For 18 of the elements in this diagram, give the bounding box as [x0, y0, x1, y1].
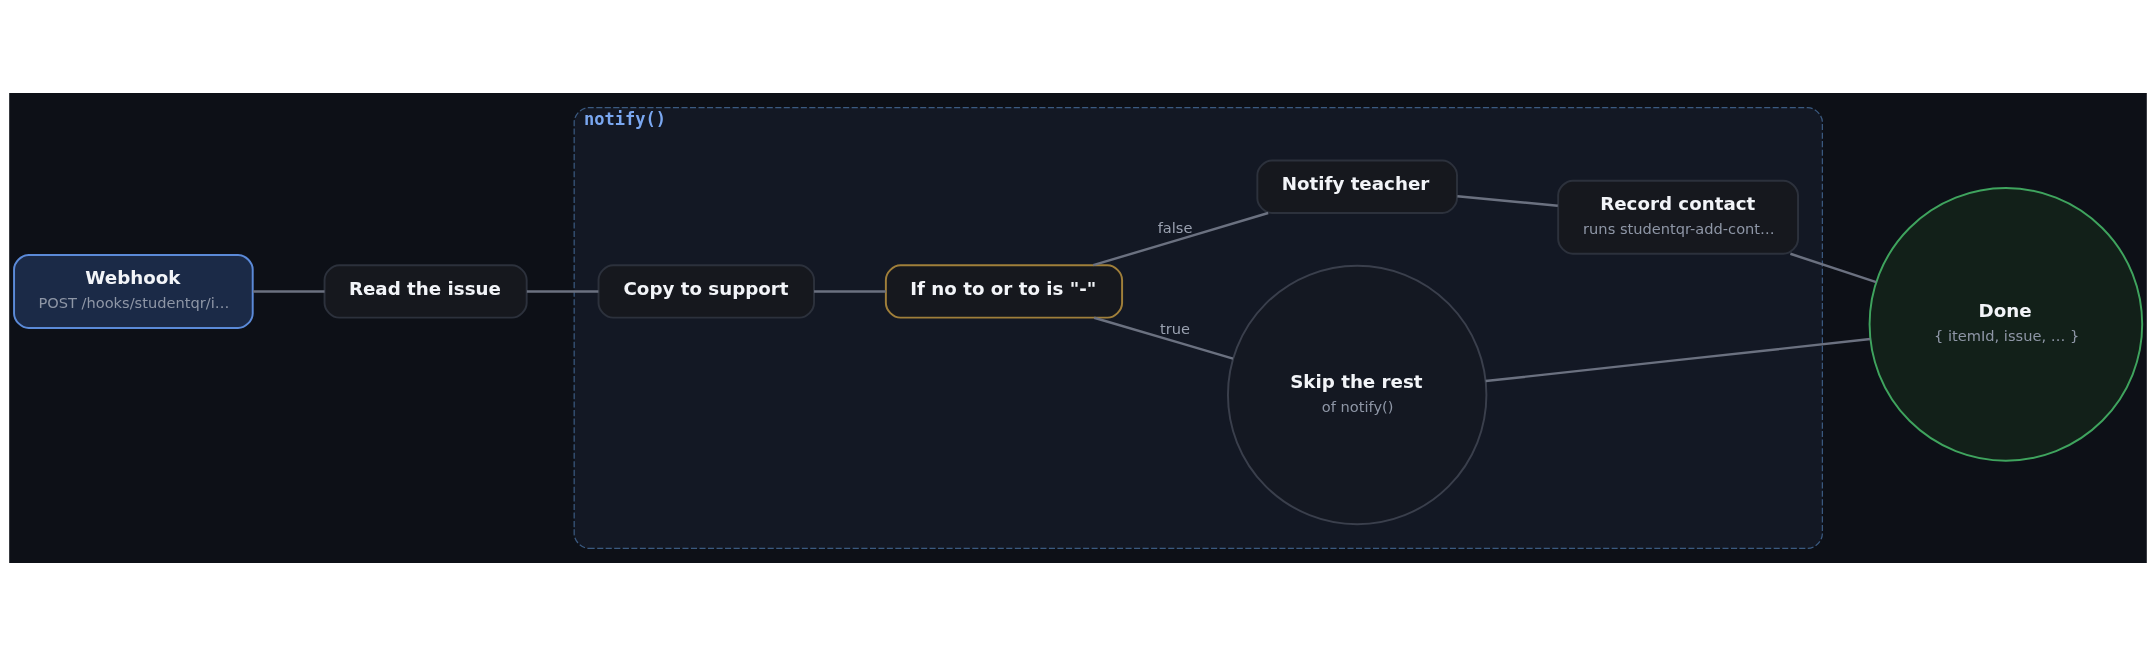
connector: [252, 290, 325, 293]
connector: [526, 290, 599, 293]
node-circle: Done { itemId, issue, … }: [1868, 187, 2144, 462]
node-box: Notify teacher: [1256, 159, 1458, 214]
edge-label: true: [1160, 319, 1191, 337]
connector: [814, 290, 886, 293]
edge-label: false: [1157, 218, 1193, 236]
connector: [1485, 337, 1871, 383]
connector: [1790, 252, 1877, 284]
connector: [1457, 195, 1558, 208]
node-box: Read the issue: [323, 264, 528, 319]
connector: [1092, 211, 1269, 267]
node-circle: Skip the rest of notify(): [1226, 264, 1488, 526]
connector: [1093, 316, 1234, 360]
node-box: Record contact runs studentqr-add-cont…: [1557, 179, 1799, 255]
node-box: Webhook POST /hooks/studentqr/i…: [13, 253, 254, 329]
node-box: Copy to support: [597, 264, 815, 319]
node-box: If no to or to is "-": [884, 264, 1124, 319]
